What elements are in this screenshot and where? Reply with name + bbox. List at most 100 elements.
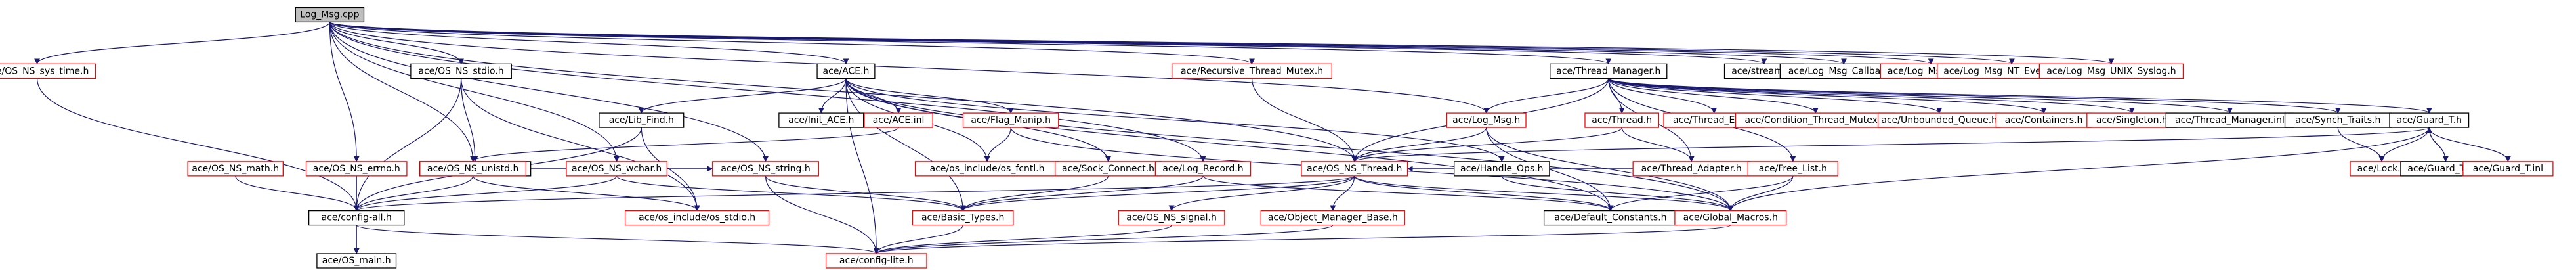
node-global-macros-h: ace/Global_Macros.h	[1674, 210, 1787, 226]
node-box	[1172, 63, 1333, 79]
edge-os-ns-stdio-h-to-os-ns-stdio-inl	[460, 78, 478, 162]
edge-os-ns-thread-h-to-os-ns-signal-h	[1168, 175, 1355, 212]
edge-guard-t-h-to-guard-t-inl	[2428, 127, 2511, 162]
node-box	[187, 161, 284, 177]
edge-path	[329, 22, 360, 162]
node-guard-t-h[interactable]: ace/Guard_T.h	[2389, 112, 2470, 128]
node-os-main-h[interactable]: ace/OS_main.h	[316, 253, 397, 269]
edge-os-ns-thread-h-to-object-manager-base-h	[1330, 175, 1355, 212]
node-label: ace/OS_NS_errno.h	[313, 164, 400, 174]
node-init-ace-h[interactable]: ace/Init_ACE.h	[778, 112, 864, 128]
edge-path	[1354, 175, 1734, 212]
node-ace-h[interactable]: ace/ACE.h	[816, 63, 876, 79]
node-label: ace/OS_NS_stdio.h	[419, 66, 504, 76]
edge-os-ns-math-h-to-config-all-h	[235, 175, 360, 212]
node-log-msg-cpp[interactable]: Log_Msg.cpp	[295, 7, 365, 23]
node-box	[599, 112, 685, 128]
edge-path	[329, 21, 849, 65]
node-box	[825, 253, 927, 269]
edge-path	[1202, 175, 1614, 212]
node-label: ace/Condition_Thread_Mutex.h	[1744, 115, 1886, 125]
edge-path	[235, 175, 360, 212]
edge-path	[1727, 127, 2430, 212]
dependency-edges	[34, 21, 2511, 254]
node-box	[308, 210, 405, 226]
edge-path	[1168, 175, 1355, 212]
node-log-msg-callback-h[interactable]: ace/Log_Msg_Callback.h	[1779, 63, 1909, 79]
edge-sock-connect-h-to-basic-types-h	[960, 175, 1109, 212]
node-label: ace/Thread_Manager.h	[1556, 66, 1660, 76]
node-box	[305, 161, 408, 177]
node-box	[712, 161, 819, 177]
node-box	[2038, 63, 2184, 79]
edge-os-ns-sys-time-h-to-config-all-h	[36, 78, 360, 212]
dependency-nodes: Log_Msg.cppace/OS_NS_sys_time.hace/OS_NS…	[0, 7, 2554, 269]
edge-log-msg-h-to-os-ns-thread-h	[1351, 127, 1487, 162]
edge-synch-traits-h-to-lock-h	[2337, 127, 2385, 162]
node-condition-thread-mutex-h: ace/Condition_Thread_Mutex.h	[1735, 112, 1896, 128]
node-box	[295, 7, 365, 23]
edge-path	[1251, 78, 1358, 162]
node-box	[410, 63, 512, 79]
node-label: ace/Log_Msg_UNIX_Syslog.h	[2046, 66, 2176, 76]
edge-path	[470, 127, 899, 162]
node-thread-manager-h[interactable]: ace/Thread_Manager.h	[1550, 63, 1668, 79]
edge-path	[1483, 78, 1609, 114]
edge-path	[960, 175, 1109, 212]
node-label: ace/Recursive_Thread_Mutex.h	[1181, 66, 1323, 76]
node-label: ace/Thread_Adapter.h	[1641, 164, 1742, 174]
edge-path	[1608, 78, 2432, 114]
edge-free-list-h-to-global-macros-h	[1727, 175, 1794, 212]
edge-path	[329, 21, 1611, 65]
node-config-all-h[interactable]: ace/config-all.h	[308, 210, 405, 226]
node-label: ace/OS_NS_math.h	[192, 164, 279, 174]
node-box	[864, 112, 933, 128]
node-label: ace/Thread.h	[1592, 115, 1652, 125]
edge-os-ns-unistd-h-to-os-include-os-stdio-h	[473, 175, 700, 212]
node-thread-h: ace/Thread.h	[1584, 112, 1660, 128]
node-default-constants-h[interactable]: ace/Default_Constants.h	[1543, 210, 1678, 226]
edge-thread-manager-h-to-log-msg-h	[1483, 78, 1609, 114]
edge-guard-t-cpp-to-guard-t-h	[2426, 127, 2446, 162]
edge-path	[460, 78, 700, 212]
node-os-ns-stdio-h[interactable]: ace/OS_NS_stdio.h	[410, 63, 512, 79]
edge-guard-t-h-to-os-ns-thread-h	[1351, 127, 2430, 162]
edge-path	[616, 175, 966, 212]
node-label: ace/Thread_Manager.inl	[2175, 115, 2285, 125]
edge-path	[34, 22, 330, 65]
edge-free-list-h-to-default-constants-h	[1607, 175, 1794, 212]
node-thread-adapter-h: ace/Thread_Adapter.h	[1632, 161, 1750, 177]
node-label: ace/Unbounded_Queue.h	[1881, 115, 1997, 125]
node-label: ace/os_include/os_stdio.h	[639, 213, 755, 223]
edge-thread-manager-h-to-thread-manager-inl	[1608, 78, 2233, 114]
node-label: ace/Log_Msg_Callback.h	[1788, 66, 1900, 76]
edge-os-ns-unistd-h-to-config-all-h	[353, 175, 474, 212]
node-synch-traits-h[interactable]: ace/Synch_Traits.h	[2284, 112, 2392, 128]
node-thread-manager-inl[interactable]: ace/Thread_Manager.inl	[2165, 112, 2294, 128]
node-box	[624, 210, 770, 226]
node-lib-find-h[interactable]: ace/Lib_Find.h	[599, 112, 685, 128]
edge-path	[1607, 175, 1794, 212]
node-guard-t-inl: ace/Guard_T.inl	[2462, 161, 2554, 177]
node-box	[1454, 161, 1550, 177]
node-label: Log_Msg.cpp	[300, 9, 359, 20]
edge-path	[1608, 78, 2047, 114]
edge-path	[845, 78, 1505, 162]
edge-thread-h-to-os-ns-thread-h	[1351, 127, 1622, 162]
edge-path	[329, 22, 620, 162]
edge-path	[1608, 78, 1943, 114]
edge-path	[329, 21, 1847, 65]
edge-path	[2426, 127, 2446, 162]
edge-path	[1330, 175, 1355, 212]
node-os-ns-signal-h: ace/OS_NS_signal.h	[1118, 210, 1225, 226]
edge-ace-h-to-lib-find-h	[638, 78, 847, 114]
node-box	[2462, 161, 2554, 177]
node-unbounded-queue-h: ace/Unbounded_Queue.h	[1877, 112, 2001, 128]
edge-log-msg-cpp-to-os-ns-stdio-h	[329, 22, 465, 65]
edge-basic-types-h-to-config-lite-h	[873, 225, 963, 254]
edge-path	[1727, 175, 1794, 212]
node-handle-ops-h[interactable]: ace/Handle_Ops.h	[1454, 161, 1550, 177]
edge-path	[2428, 127, 2511, 162]
node-label: ace/config-lite.h	[839, 256, 914, 266]
node-box	[0, 63, 96, 79]
